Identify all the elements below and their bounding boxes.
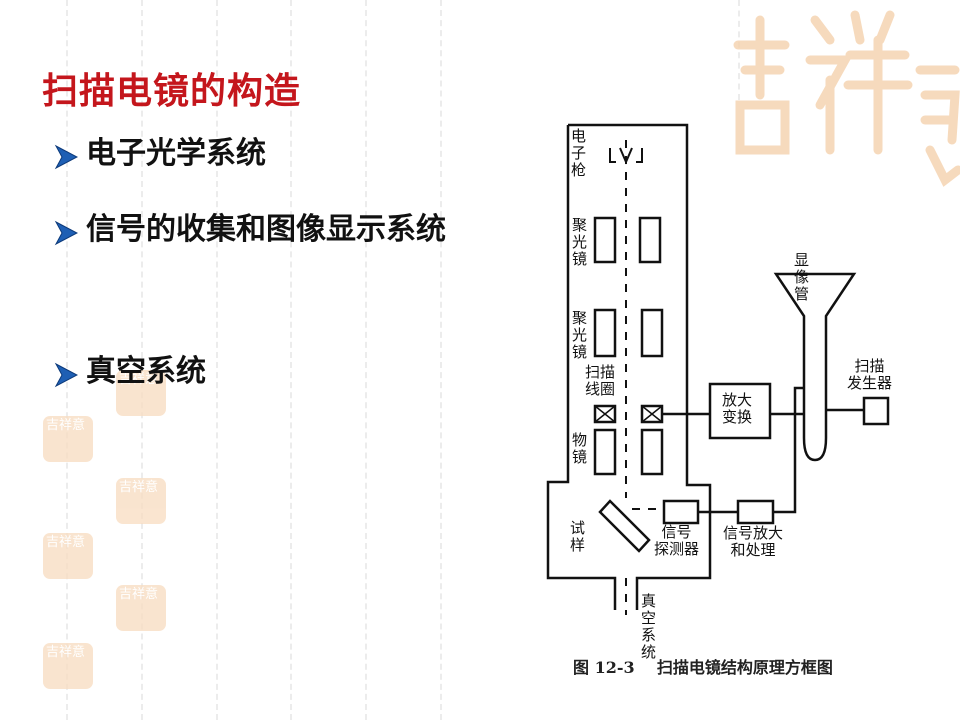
label-signal-amp: 信号放大 和处理 [723,524,784,559]
bullet-item: 真空系统 [54,354,506,404]
label-amp-transform: 放大 变换 [722,391,753,426]
bullet-item: 信号的收集和图像显示系统 [54,212,506,262]
watermark-stamp: 吉祥意 [43,533,93,579]
background-gridline [216,0,218,720]
background-gridline [738,0,740,100]
background-gridline [290,0,292,720]
label-condenser-2: 聚 光 镜 [572,309,588,361]
arrow-bullet-icon [54,362,78,388]
background-gridline [66,0,68,720]
label-objective: 物 镜 [572,431,588,466]
background-gridline [141,0,143,720]
label-electron-gun: 电子枪 [571,127,587,179]
background-gridline [365,0,367,720]
watermark-stamp: 吉祥意 [43,416,93,462]
label-detector: 信号 探测器 [654,523,700,558]
label-crt: 显像管 [794,251,810,303]
arrow-bullet-icon [54,220,78,246]
label-scan-generator: 扫描 发生器 [847,357,893,392]
label-scan-coil: 扫描 线圈 [585,363,616,398]
bullet-text: 电子光学系统 [86,136,266,171]
watermark-stamp: 吉祥意 [116,585,166,631]
watermark-stamp: 吉祥意 [116,478,166,524]
diagram-lines [546,123,890,615]
watermark-stamp: 吉祥意 [43,643,93,689]
label-condenser-1: 聚 光 镜 [572,216,588,268]
figure-caption: 图 12-3 扫描电镜结构原理方框图 [573,658,833,677]
bullet-text: 真空系统 [86,354,206,389]
bullet-item: 电子光学系统 [54,136,506,186]
arrow-bullet-icon [54,144,78,170]
label-vacuum: 真空系统 [641,592,657,661]
bullet-text: 信号的收集和图像显示系统 [86,212,446,247]
watermark-stamp: 吉祥意 [116,370,166,416]
watermark-logo [730,0,960,194]
background-gridline [440,0,442,720]
slide-title: 扫描电镜的构造 [42,70,302,112]
label-specimen: 试样 [570,519,586,554]
